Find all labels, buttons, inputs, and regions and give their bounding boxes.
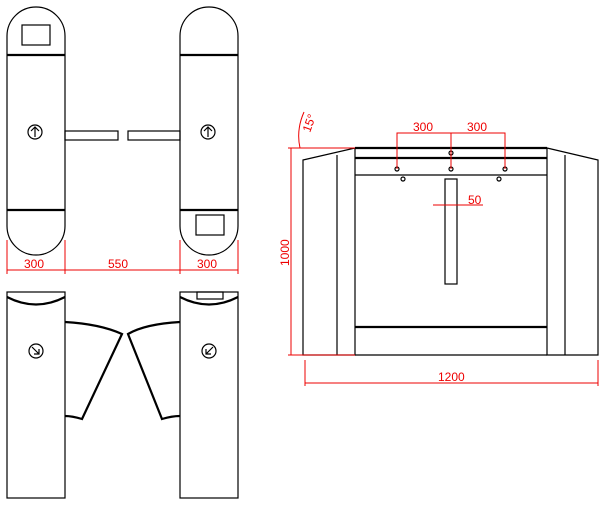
dim-slot-label: 50 [468,193,482,207]
dim-hole-left-label: 300 [413,120,433,134]
display-panel [21,24,51,46]
top-view-right-post [127,6,239,256]
arm [127,130,181,141]
dim-height-label: 1000 [278,239,292,266]
display-panel [196,291,224,300]
perspective-left-post [6,291,124,499]
dim-left-label: 300 [24,257,44,271]
dim-gap-label: 550 [108,257,128,271]
perspective-right-post [126,291,239,499]
slot [444,178,458,285]
dim-hole-right-label: 300 [467,120,487,134]
arrow-up-icon [27,124,43,140]
front-view-dimensions [288,111,599,386]
top-view-left-post [6,6,119,256]
dim-angle-label: 15° [300,112,319,134]
dim-width-label: 1200 [438,370,465,384]
display-panel [195,214,225,236]
flap [64,320,124,421]
arm [64,130,119,141]
dim-right-label: 300 [197,257,217,271]
arrow-down-left-icon [201,343,217,359]
arrow-down-right-icon [28,343,44,359]
arrow-up-icon [200,124,216,140]
top-view-dimensions [6,240,239,274]
front-view [302,146,599,356]
flap [126,320,181,421]
